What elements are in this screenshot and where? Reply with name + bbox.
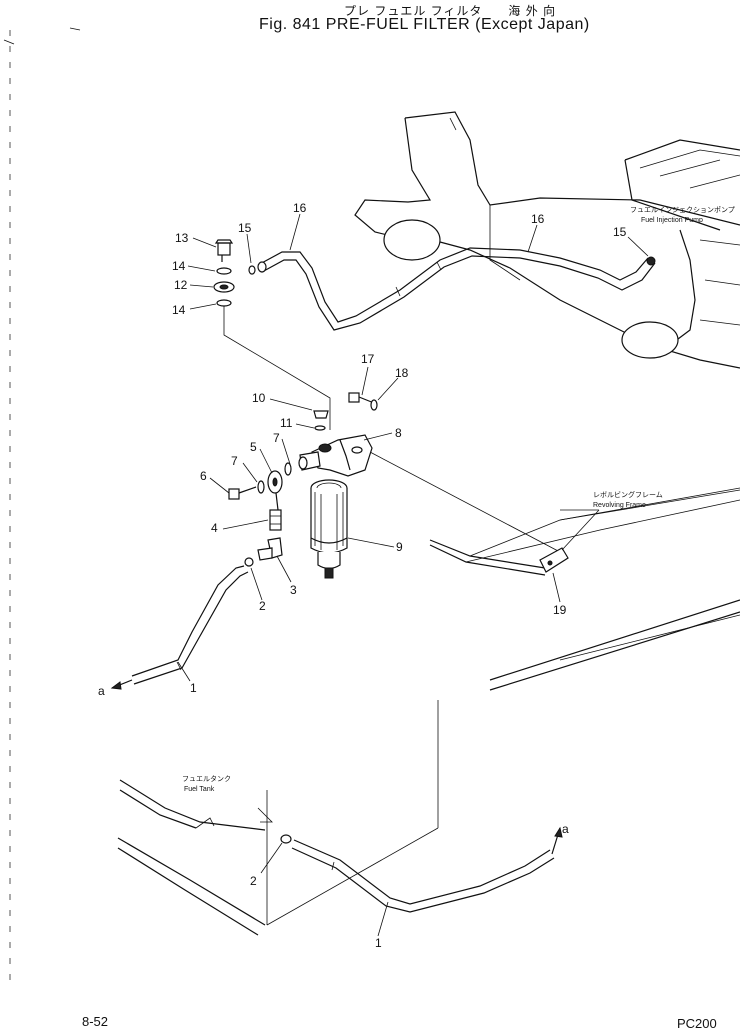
note-revolving-frame: Revolving Frame bbox=[593, 502, 646, 509]
note-fuel-tank-jp: フュエルタンク bbox=[182, 774, 231, 783]
page-number: 8-52 bbox=[82, 1014, 109, 1029]
bolt-17 bbox=[348, 392, 375, 404]
elbow-3 bbox=[257, 537, 283, 561]
connection-arrow-a-upper bbox=[110, 679, 133, 690]
filter-head bbox=[298, 434, 373, 477]
callout-9: 9 bbox=[396, 540, 403, 554]
callout-7-upper: 7 bbox=[273, 431, 280, 445]
callout-16-right: 16 bbox=[531, 212, 545, 226]
note-fuel-tank: Fuel Tank bbox=[184, 786, 215, 793]
callout-2-lower: 2 bbox=[250, 874, 257, 888]
washer-7-lower bbox=[257, 480, 265, 494]
engine-outline bbox=[354, 111, 740, 369]
callout-12: 12 bbox=[174, 278, 188, 292]
seal-11 bbox=[314, 425, 326, 431]
note-injection-pump-jp: フュエルインジェクションポンプ bbox=[630, 206, 735, 214]
banjo-bolt-assembly bbox=[213, 239, 256, 307]
callout-16-left: 16 bbox=[293, 201, 307, 215]
leader-lines bbox=[177, 213, 649, 937]
fuel-pipe-1-lower bbox=[291, 839, 555, 913]
model-number: PC200 bbox=[677, 1016, 717, 1031]
callout-1-lower: 1 bbox=[375, 936, 382, 950]
revolving-frame bbox=[429, 487, 740, 691]
callout-11: 11 bbox=[280, 416, 293, 430]
plug-10 bbox=[313, 410, 329, 419]
callout-5: 5 bbox=[250, 440, 257, 454]
callout-a-upper: a bbox=[98, 684, 105, 698]
note-revolving-frame-jp: レボルビングフレーム bbox=[593, 490, 663, 499]
callout-4: 4 bbox=[211, 521, 218, 535]
japanese-title: プレ フュエル フィルタ 海 外 向 bbox=[344, 4, 557, 18]
callout-13: 13 bbox=[175, 231, 189, 245]
clip-2-upper bbox=[244, 557, 254, 567]
assembly-guide-lines bbox=[223, 306, 561, 926]
callout-10: 10 bbox=[252, 391, 266, 405]
connection-arrow-a-lower bbox=[551, 826, 563, 855]
washer-18 bbox=[370, 399, 378, 411]
bolt-6 bbox=[228, 486, 257, 500]
callout-3: 3 bbox=[290, 583, 297, 597]
clip-19 bbox=[539, 547, 569, 573]
callout-2-upper: 2 bbox=[259, 599, 266, 613]
clip-2-lower bbox=[280, 834, 292, 844]
note-injection-pump: Fuel Injection Pump bbox=[641, 217, 703, 224]
callout-14-upper: 14 bbox=[172, 259, 186, 273]
callout-17: 17 bbox=[361, 352, 375, 366]
callout-19: 19 bbox=[553, 603, 567, 617]
fuel-pipe-1-upper bbox=[131, 565, 249, 685]
fuel-filter-9 bbox=[310, 479, 348, 579]
washer-7-upper bbox=[284, 462, 292, 476]
scan-border bbox=[3, 27, 81, 980]
callout-6: 6 bbox=[200, 469, 207, 483]
fuel-hose-16 bbox=[257, 247, 656, 331]
callout-7-lower: 7 bbox=[231, 454, 238, 468]
callout-15-right: 15 bbox=[613, 225, 627, 239]
callout-15-left: 15 bbox=[238, 221, 252, 235]
eye-joint-5 bbox=[267, 470, 283, 511]
fuel-tank bbox=[117, 779, 273, 936]
fitting-15-pump bbox=[646, 256, 656, 266]
callout-18: 18 bbox=[395, 366, 409, 380]
callout-a-lower: a bbox=[562, 822, 569, 836]
callout-14-lower: 14 bbox=[172, 303, 186, 317]
callout-1-upper: 1 bbox=[190, 681, 197, 695]
callout-8: 8 bbox=[395, 426, 402, 440]
connector-4 bbox=[269, 509, 282, 531]
figure-title: Fig. 841 PRE-FUEL FILTER (Except Japan) bbox=[259, 16, 590, 33]
